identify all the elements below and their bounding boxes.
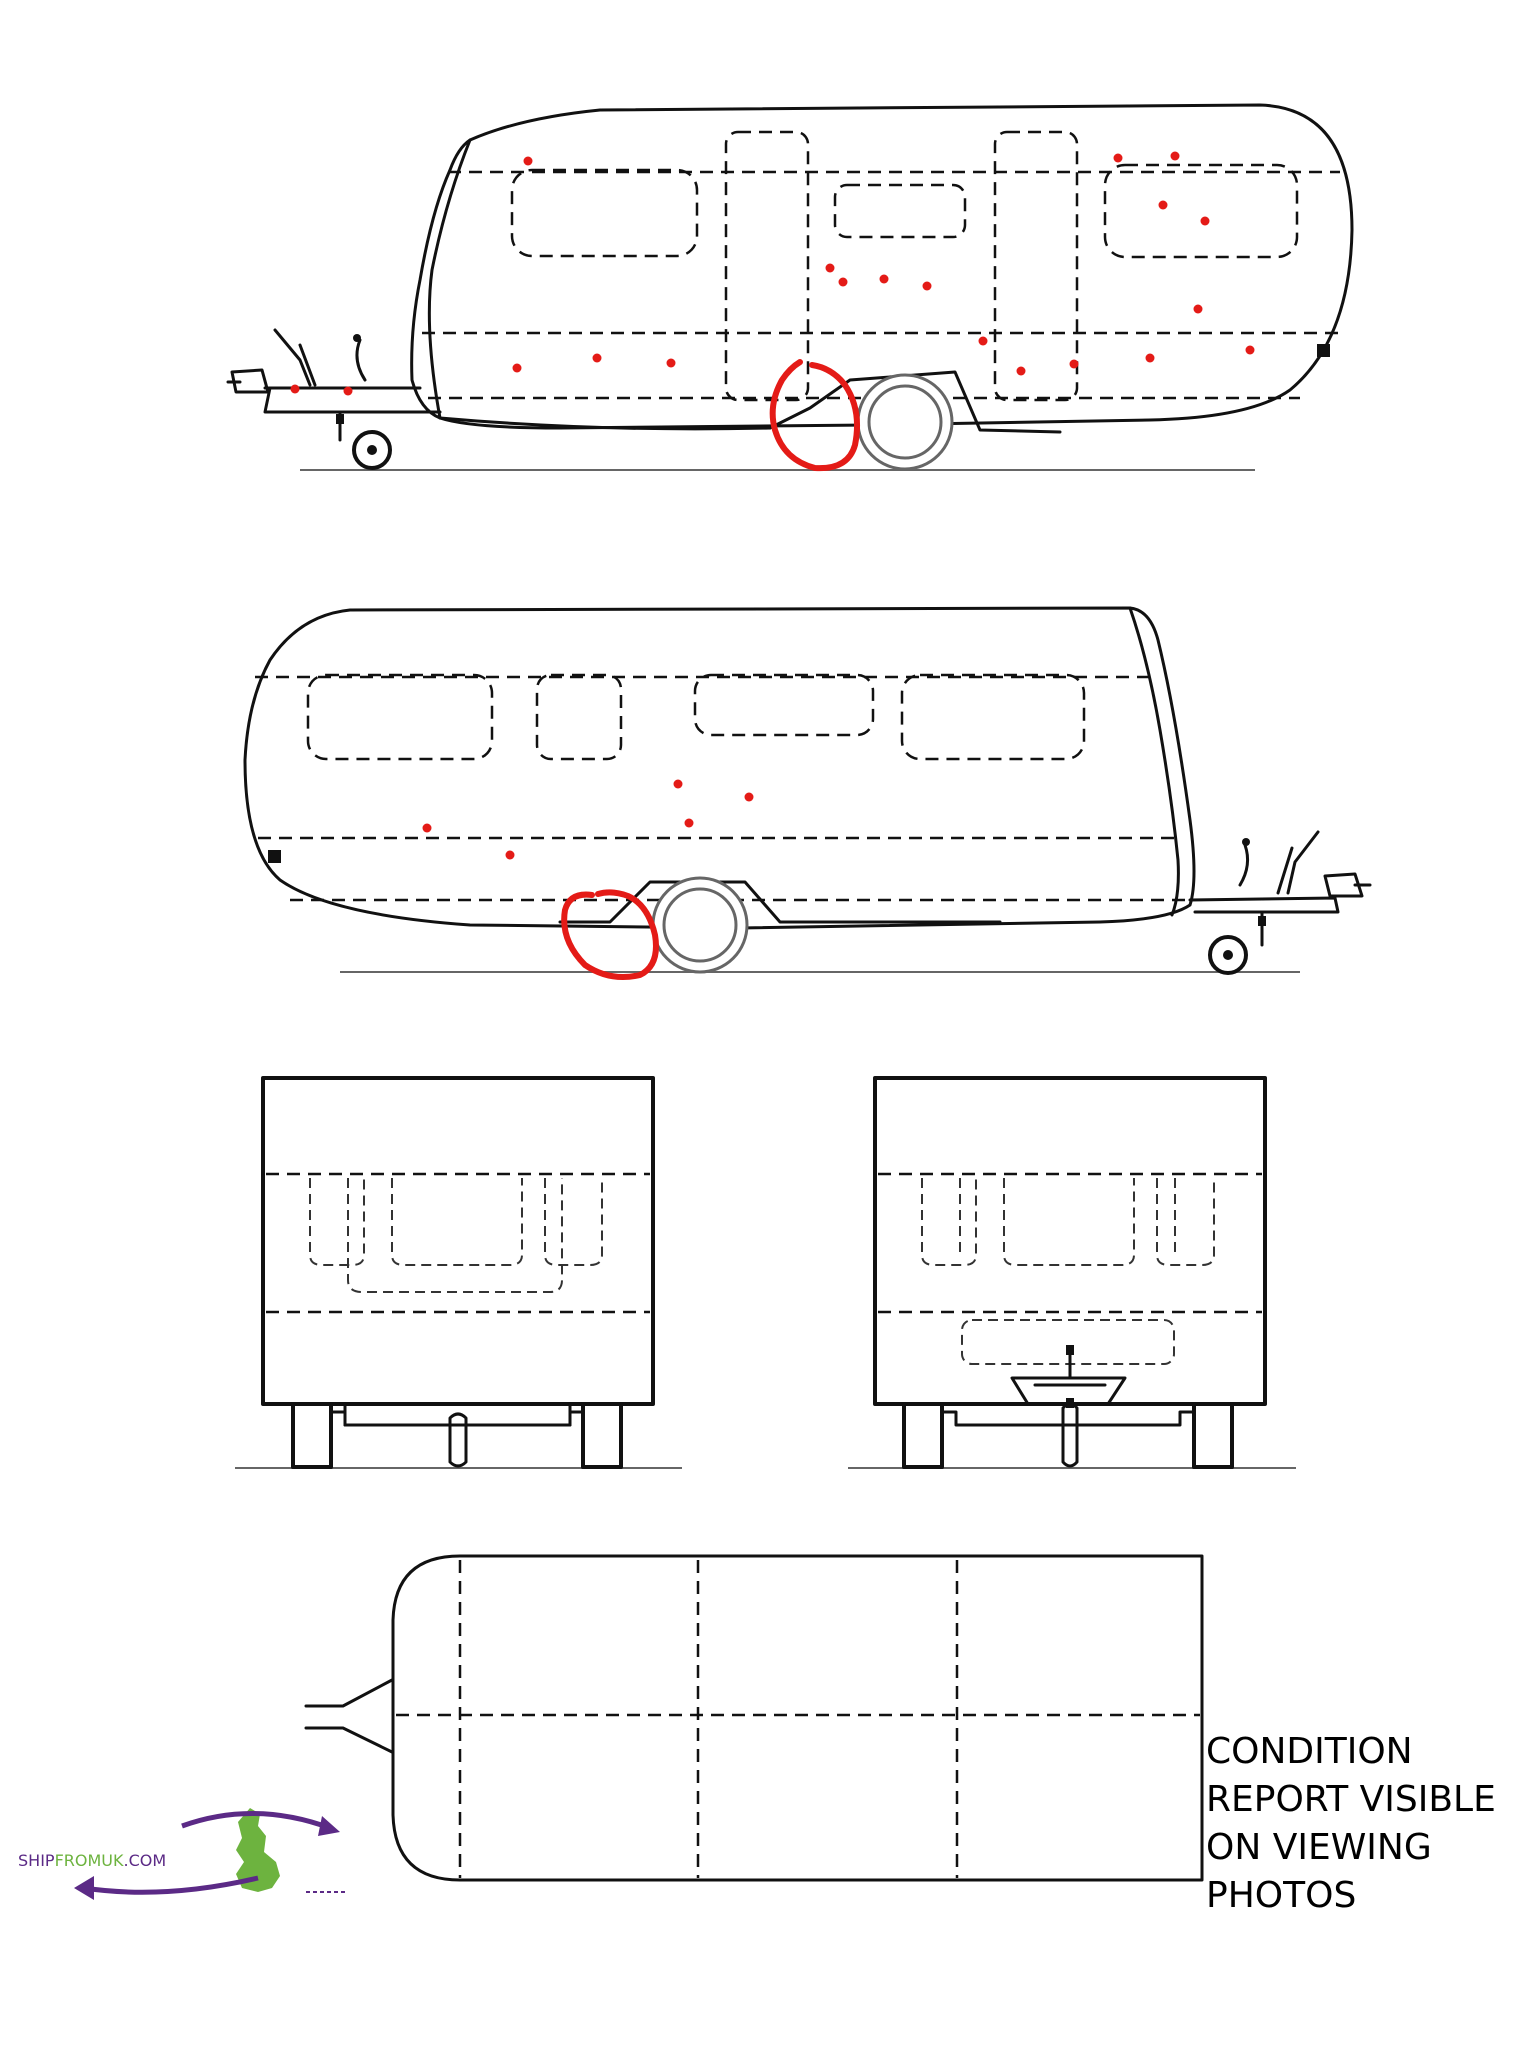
drawbar-top: [304, 1726, 394, 1754]
window: [391, 1178, 523, 1266]
damage-dot: [343, 386, 353, 396]
damage-dot: [1113, 153, 1123, 163]
damage-dot: [666, 358, 676, 368]
damage-dot: [879, 274, 889, 284]
damage-dot: [422, 823, 432, 833]
circled-damage-area: [769, 359, 860, 472]
shipfromuk-logo: SHIPFROMUK.COM: [18, 1808, 346, 1900]
damage-dot: [922, 281, 932, 291]
damage-dot: [1069, 359, 1079, 369]
window: [347, 1178, 563, 1293]
caravan-body-outline: [410, 103, 1354, 430]
damage-markers: [290, 151, 1255, 396]
damage-markers: [422, 779, 754, 860]
circled-damage-area: [561, 889, 659, 980]
top-view: [304, 1554, 1204, 1882]
window: [544, 1178, 603, 1266]
window: [1103, 163, 1299, 259]
axle-arch: [558, 880, 1002, 924]
window: [535, 673, 623, 761]
damage-dot: [673, 779, 683, 789]
window: [1003, 1178, 1135, 1266]
caption-line: CONDITION: [1206, 1731, 1413, 1772]
wheel: [1192, 1402, 1234, 1469]
damage-dot: [825, 263, 835, 273]
damage-dot: [1158, 200, 1168, 210]
damage-dot: [1200, 216, 1210, 226]
uk-map-icon: [236, 1808, 280, 1892]
front-view: [848, 1076, 1296, 1469]
rear-lamp: [268, 850, 281, 863]
window: [921, 1178, 977, 1266]
damage-dot: [1016, 366, 1026, 376]
breakaway-cable: [1238, 843, 1250, 887]
damage-dot: [978, 336, 988, 346]
window: [309, 1178, 365, 1266]
damage-dot: [1245, 345, 1255, 355]
front-locker: [961, 1319, 1175, 1365]
handbrake-lever: [273, 328, 312, 387]
damage-dot: [505, 850, 515, 860]
condition-report-caption: CONDITION REPORT VISIBLE ON VIEWING PHOT…: [1206, 1728, 1526, 1920]
wheel: [291, 1402, 333, 1469]
drawbar: [1188, 896, 1340, 914]
body-outline: [261, 1076, 655, 1406]
door: [724, 130, 810, 402]
axle: [329, 1410, 585, 1427]
wheel: [581, 1402, 623, 1469]
caption-line: ON VIEWING: [1206, 1827, 1432, 1868]
logo-text: SHIPFROMUK.COM: [18, 1851, 166, 1870]
side-view-right: [243, 606, 1372, 980]
drawbar-top: [304, 1678, 394, 1708]
window: [306, 673, 494, 761]
damage-dot: [838, 277, 848, 287]
window: [833, 183, 967, 239]
damage-dot: [684, 818, 694, 828]
caravan-body-outline: [243, 606, 1196, 930]
roof-outline: [391, 1554, 1204, 1882]
wheel: [902, 1402, 944, 1469]
handbrake: [1066, 1345, 1074, 1355]
breakaway-cable: [355, 338, 367, 382]
a-frame: [263, 386, 442, 414]
front-panel-line: [427, 138, 472, 420]
window: [1156, 1178, 1215, 1266]
caption-line: REPORT VISIBLE: [1206, 1779, 1496, 1820]
damage-dot: [1145, 353, 1155, 363]
coupling-head: [230, 368, 270, 394]
jockey-wheel: [1208, 935, 1248, 975]
damage-dot: [512, 363, 522, 373]
jockey-wheel: [352, 430, 392, 470]
window: [693, 673, 875, 737]
underside-line: [438, 416, 772, 431]
jockey-wheel: [1061, 1402, 1079, 1468]
damage-dot: [1170, 151, 1180, 161]
damage-dot: [744, 792, 754, 802]
rear-view: [235, 1076, 682, 1469]
door: [993, 130, 1079, 402]
rear-lamp: [1317, 344, 1330, 357]
jockey-wheel: [448, 1412, 468, 1468]
a-frame: [1010, 1376, 1127, 1406]
arrow-bottom-icon: [83, 1875, 259, 1895]
damage-dot: [523, 156, 533, 166]
side-view-left: [226, 103, 1354, 472]
axle: [940, 1410, 1196, 1427]
arrow-top-icon: [181, 1811, 331, 1831]
damage-dot: [1193, 304, 1203, 314]
handbrake-lever: [1286, 830, 1320, 895]
window: [900, 673, 1086, 761]
window: [510, 168, 699, 258]
caption-line: PHOTOS: [1206, 1875, 1357, 1916]
coupling-head: [1323, 872, 1364, 898]
damage-dot: [290, 384, 300, 394]
damage-dot: [592, 353, 602, 363]
front-panel-line: [1128, 606, 1180, 917]
